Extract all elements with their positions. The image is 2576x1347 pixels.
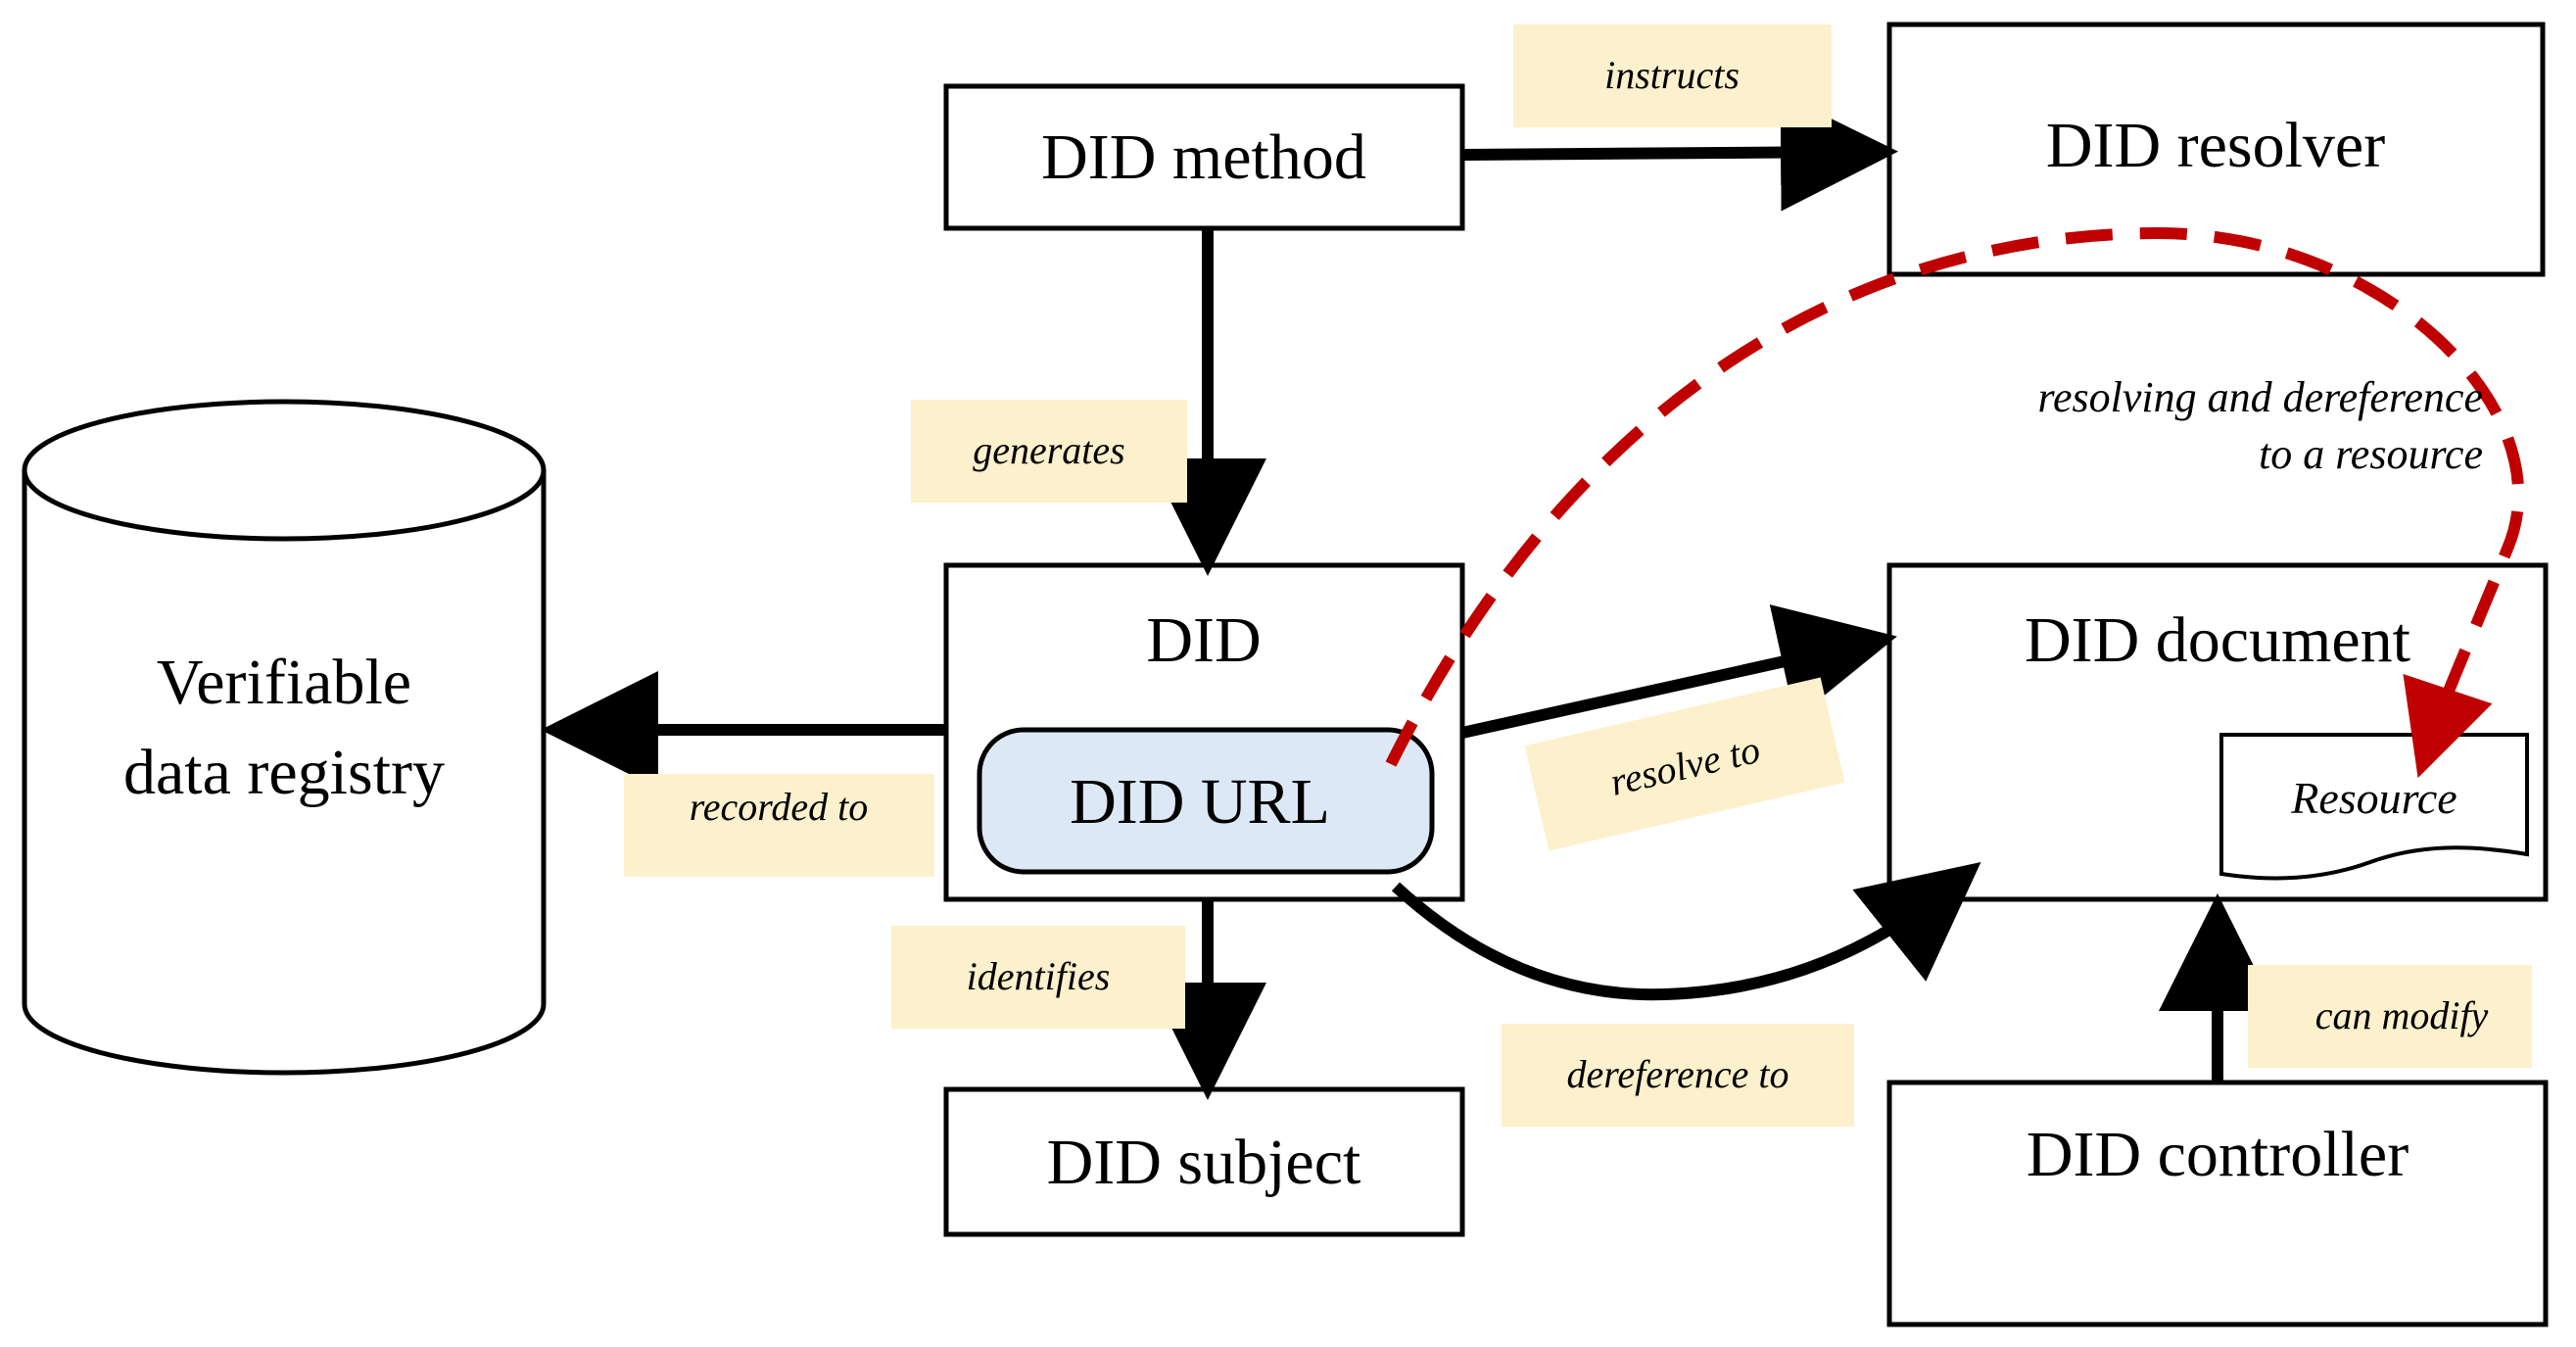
did-document-label: DID document [2025,604,2410,676]
edge-label-identifies: identifies [891,926,1185,1029]
arrow-method-to-resolver [1461,93,1898,212]
did-label: DID [1146,604,1261,676]
verifiable-data-registry: Verifiable data registry [22,399,547,1076]
registry-label-line2: data registry [123,737,445,808]
edge-label-can-modify: can modify [2248,965,2532,1068]
did-subject-box: DID subject [943,1086,1465,1237]
edge-label-generates: generates [911,400,1187,503]
did-subject-label: DID subject [1047,1127,1361,1198]
svg-text:can modify: can modify [2315,993,2489,1037]
edge-label-dereference-to: dereference to [1502,1024,1854,1127]
arrow-dashed-resolving-to-resource [1385,226,2525,779]
edge-label-recorded-to: recorded to [624,774,934,877]
did-method-label: DID method [1041,121,1366,193]
did-method-box: DID method [943,83,1465,231]
did-controller-label: DID controller [2027,1119,2409,1190]
arrow-did-to-document [1460,604,1897,739]
resource-label: Resource [2290,773,2457,823]
arrow-dereference-to-document [1391,862,1981,1001]
did-url-label: DID URL [1070,766,1330,838]
edge-label-resolving-line2: to a resource [2259,430,2483,478]
svg-text:dereference to: dereference to [1567,1052,1789,1096]
svg-text:identifies: identifies [967,954,1111,998]
edge-label-resolving-line1: resolving and dereference [2037,373,2483,421]
svg-text:recorded to: recorded to [690,785,869,829]
svg-text:instructs: instructs [1604,53,1740,97]
edge-label-instructs: instructs [1513,24,1832,127]
did-resolver-label: DID resolver [2046,110,2385,181]
did-url-box [977,727,1435,875]
did-controller-box: DID controller [1886,1080,2549,1327]
edge-label-resolve-to: resolve to [1524,677,1845,851]
svg-text:generates: generates [973,428,1125,472]
registry-label-line1: Verifiable [157,647,411,718]
did-document-box: DID document Resource [1886,562,2549,902]
did-box: DID DID URL [943,562,1465,902]
